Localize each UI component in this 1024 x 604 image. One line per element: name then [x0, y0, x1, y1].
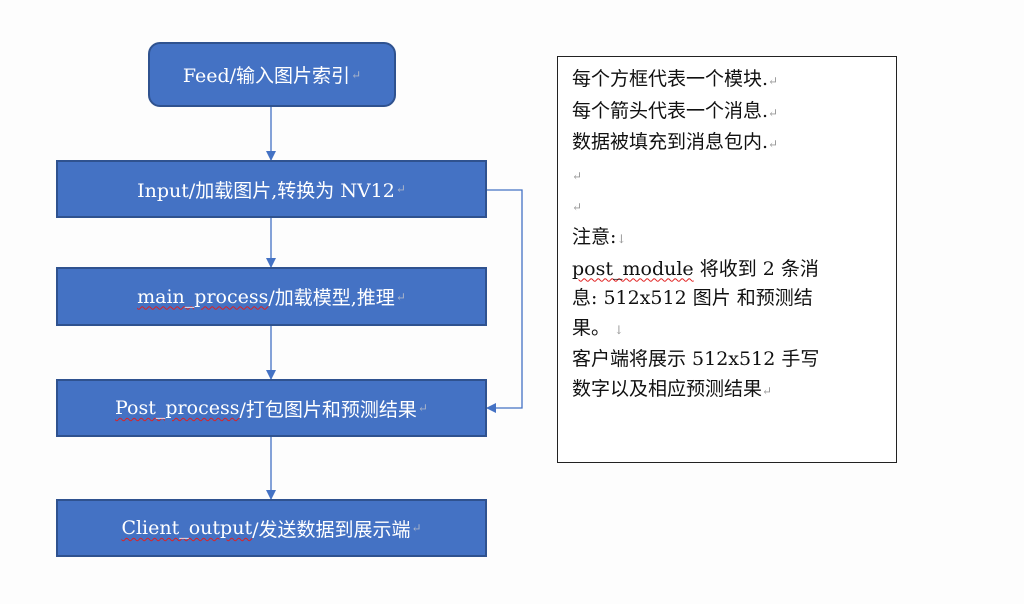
note-line: 息: 512x512 图片 和预测结	[572, 284, 882, 314]
note-line: 数字以及相应预测结果↵	[572, 377, 773, 400]
note-line: 每个箭头代表一个消息.↵	[572, 99, 779, 122]
note-text: 每个箭头代表一个消息.	[572, 99, 769, 122]
note-line: 注意:↓	[572, 225, 627, 248]
return-mark-icon: ↵	[351, 67, 362, 82]
note-text: 数字以及相应预测结果	[572, 377, 763, 400]
note-line: 数据被填充到消息包内.↵	[572, 131, 779, 154]
note-text: 数据被填充到消息包内.	[572, 131, 769, 154]
return-mark-icon: ↵	[395, 182, 406, 196]
main-process-label: /加载模型,推理	[268, 287, 395, 309]
note-text: 客户端将展示 512x512 手写	[572, 348, 820, 371]
return-mark-icon: ↵	[411, 521, 422, 535]
arrow-input-to-post	[486, 189, 523, 413]
note-text: 注意:	[572, 225, 617, 248]
note-textbox[interactable]: 每个方框代表一个模块.↵ 每个箭头代表一个消息.↵ 数据被填充到消息包内.↵ ↵…	[557, 56, 897, 463]
post-process-name: Post_process	[115, 397, 240, 419]
note-line: ↵	[572, 200, 583, 215]
return-mark-icon: ↵	[417, 401, 428, 415]
client-output-module-box[interactable]: Client_output/发送数据到展示端↵	[56, 499, 487, 557]
main-process-name: main_process	[137, 285, 269, 308]
main-process-module-box[interactable]: main_process/加载模型,推理↵	[56, 267, 487, 326]
note-text: 每个方框代表一个模块.	[572, 68, 769, 90]
return-mark-icon: ↵	[395, 289, 406, 304]
note-text: 息: 512x512 图片 和预测结	[572, 287, 813, 310]
post-process-label: /打包图片和预测结果	[239, 398, 417, 421]
client-output-name: Client_output	[121, 517, 253, 539]
client-output-label: /发送数据到展示端	[252, 518, 411, 541]
note-post-module: post_module	[572, 257, 694, 280]
feed-label: Feed/输入图片索引	[182, 65, 351, 87]
post-process-module-box[interactable]: Post_process/打包图片和预测结果↵	[56, 379, 487, 437]
input-module-box[interactable]: Input/加载图片,转换为 NV12↵	[56, 160, 487, 218]
note-text: 将收到 2 条消	[693, 257, 819, 280]
note-line: 果。 ↓	[572, 316, 624, 339]
note-line: 每个方框代表一个模块.↵	[572, 68, 779, 90]
note-line: 客户端将展示 512x512 手写	[572, 345, 882, 375]
feed-module-box[interactable]: Feed/输入图片索引↵	[148, 42, 396, 107]
note-line: ↵	[572, 168, 583, 183]
input-label: Input/加载图片,转换为 NV12	[137, 179, 395, 202]
note-text: 果。	[572, 316, 611, 339]
note-line: post_module 将收到 2 条消	[572, 255, 882, 285]
